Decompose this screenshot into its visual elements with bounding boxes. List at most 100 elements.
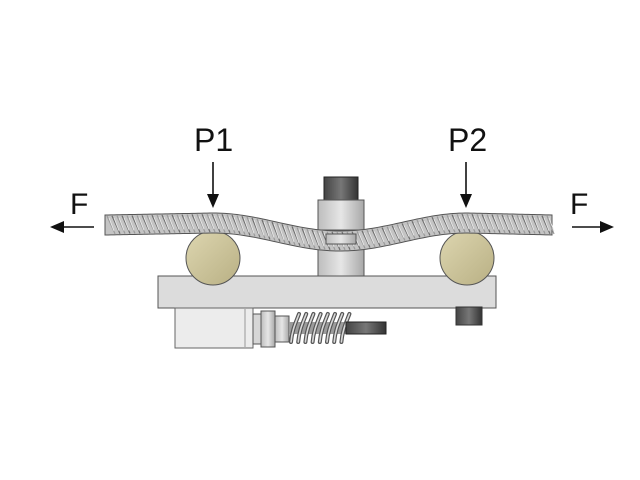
rope-strand-highlight — [443, 217, 450, 230]
rope-strand-highlight — [513, 216, 520, 231]
load-cell-sensor — [174, 307, 254, 349]
spring-strain-relief — [289, 312, 352, 344]
rope-strand — [356, 230, 366, 249]
rope-strand-highlight — [503, 216, 510, 231]
rope-strand-highlight — [233, 216, 240, 232]
rope-strand — [381, 227, 391, 245]
spring-coil-highlight — [326, 313, 336, 343]
rope-strand-highlight — [238, 217, 245, 232]
rope-strand — [426, 217, 436, 235]
rope-strand-highlight — [183, 216, 190, 230]
rope-strand — [386, 226, 396, 244]
rope-strand-highlight — [268, 222, 275, 238]
spring-coil-highlight — [333, 313, 343, 343]
rope-strand — [406, 221, 416, 239]
cable-gland — [252, 310, 290, 348]
rope-strand-highlight — [433, 219, 440, 232]
rope-strand-highlight — [143, 217, 150, 231]
clamp-washer — [325, 233, 357, 245]
rope-strand-highlight — [178, 216, 185, 230]
rope-strand-highlight — [293, 228, 300, 244]
rope-strand-highlight — [413, 222, 420, 235]
rope-strand — [391, 225, 401, 243]
rope-strand-highlight — [403, 225, 410, 237]
rope-strand-highlight — [218, 215, 225, 230]
rope-strand-highlight — [373, 231, 380, 244]
rope-strand — [416, 219, 426, 237]
rope-strand — [436, 216, 446, 234]
rope-strand-highlight — [298, 229, 305, 244]
rope-strand-highlight — [168, 216, 175, 230]
rope-strand-highlight — [203, 216, 210, 230]
load-arrow-p2 — [460, 162, 472, 208]
rope-strand — [371, 229, 381, 247]
rope-strand-highlight — [408, 224, 415, 236]
rope-strand-highlight — [473, 215, 480, 230]
rope-strand-highlight — [318, 232, 325, 247]
spring-coil-highlight — [304, 313, 315, 343]
rope-strand-highlight — [548, 217, 555, 232]
rope-strand-highlight — [278, 224, 285, 241]
rope-strand-highlight — [118, 217, 125, 231]
rope-strand-highlight — [108, 217, 115, 231]
roller-left — [185, 230, 241, 286]
spring-coil-highlight — [340, 313, 351, 343]
force-label-right: F — [570, 188, 589, 221]
rope-strand-highlight — [398, 226, 405, 238]
rope-strand-highlight — [243, 218, 250, 233]
load-label-p2: P2 — [448, 122, 488, 158]
rope-strand-highlight — [523, 217, 530, 231]
rope-strand-highlight — [528, 217, 535, 231]
rope-strand — [546, 215, 555, 235]
rope-strand-highlight — [173, 216, 180, 230]
force-label-left: F — [70, 188, 89, 221]
rope-strand-highlight — [488, 216, 495, 230]
rope-strand — [421, 218, 431, 236]
spring-coil-highlight — [297, 313, 307, 343]
sensor-cable — [345, 321, 387, 335]
rope-strand-highlight — [393, 227, 400, 239]
rope-strand-highlight — [448, 216, 455, 230]
rope-strand-highlight — [128, 217, 135, 231]
rope-strand-highlight — [518, 217, 525, 231]
rope-strand-highlight — [538, 217, 545, 231]
rope-strand-highlight — [483, 216, 490, 230]
spring-coil-highlight — [290, 313, 300, 343]
rope-strand-highlight — [208, 215, 215, 230]
rope-strand-highlight — [388, 228, 395, 241]
rope-strand-highlight — [468, 215, 475, 230]
rope-strand-highlight — [308, 231, 315, 246]
rope-strand-highlight — [438, 218, 445, 231]
rope-strand — [396, 224, 406, 241]
rope-strand-highlight — [463, 215, 470, 230]
rope-strand-highlight — [273, 223, 280, 239]
rope-strand-highlight — [213, 215, 220, 230]
rope-strand-highlight — [358, 233, 365, 246]
rope-strand-highlight — [533, 217, 540, 231]
spring-coil-highlight — [311, 313, 322, 343]
rope-strand — [376, 228, 386, 246]
rope-strand-highlight — [133, 217, 140, 231]
load-arrow-p1 — [207, 162, 219, 208]
rope-strand-highlight — [378, 230, 385, 243]
load-label-p1: P1 — [194, 122, 234, 158]
rope-strand-highlight — [113, 217, 120, 231]
rope-strand-highlight — [228, 216, 235, 231]
rope-strand-highlight — [188, 216, 195, 230]
rope-strand-highlight — [193, 216, 200, 230]
rope-strand-highlight — [223, 216, 230, 230]
rope-strand — [366, 229, 376, 248]
rope-strand-highlight — [543, 217, 550, 232]
rope-strand-highlight — [153, 216, 160, 231]
rope-strand — [401, 223, 411, 240]
rope-strand — [431, 216, 441, 235]
rope-strand-highlight — [148, 217, 155, 231]
rope-strand-highlight — [383, 229, 390, 242]
roller-right — [439, 230, 495, 286]
rope-strand-highlight — [198, 216, 205, 230]
rope-strand-highlight — [158, 216, 165, 231]
rope-strand-highlight — [138, 217, 145, 231]
rope-strand-highlight — [428, 219, 435, 232]
rope-strand-highlight — [478, 216, 485, 230]
